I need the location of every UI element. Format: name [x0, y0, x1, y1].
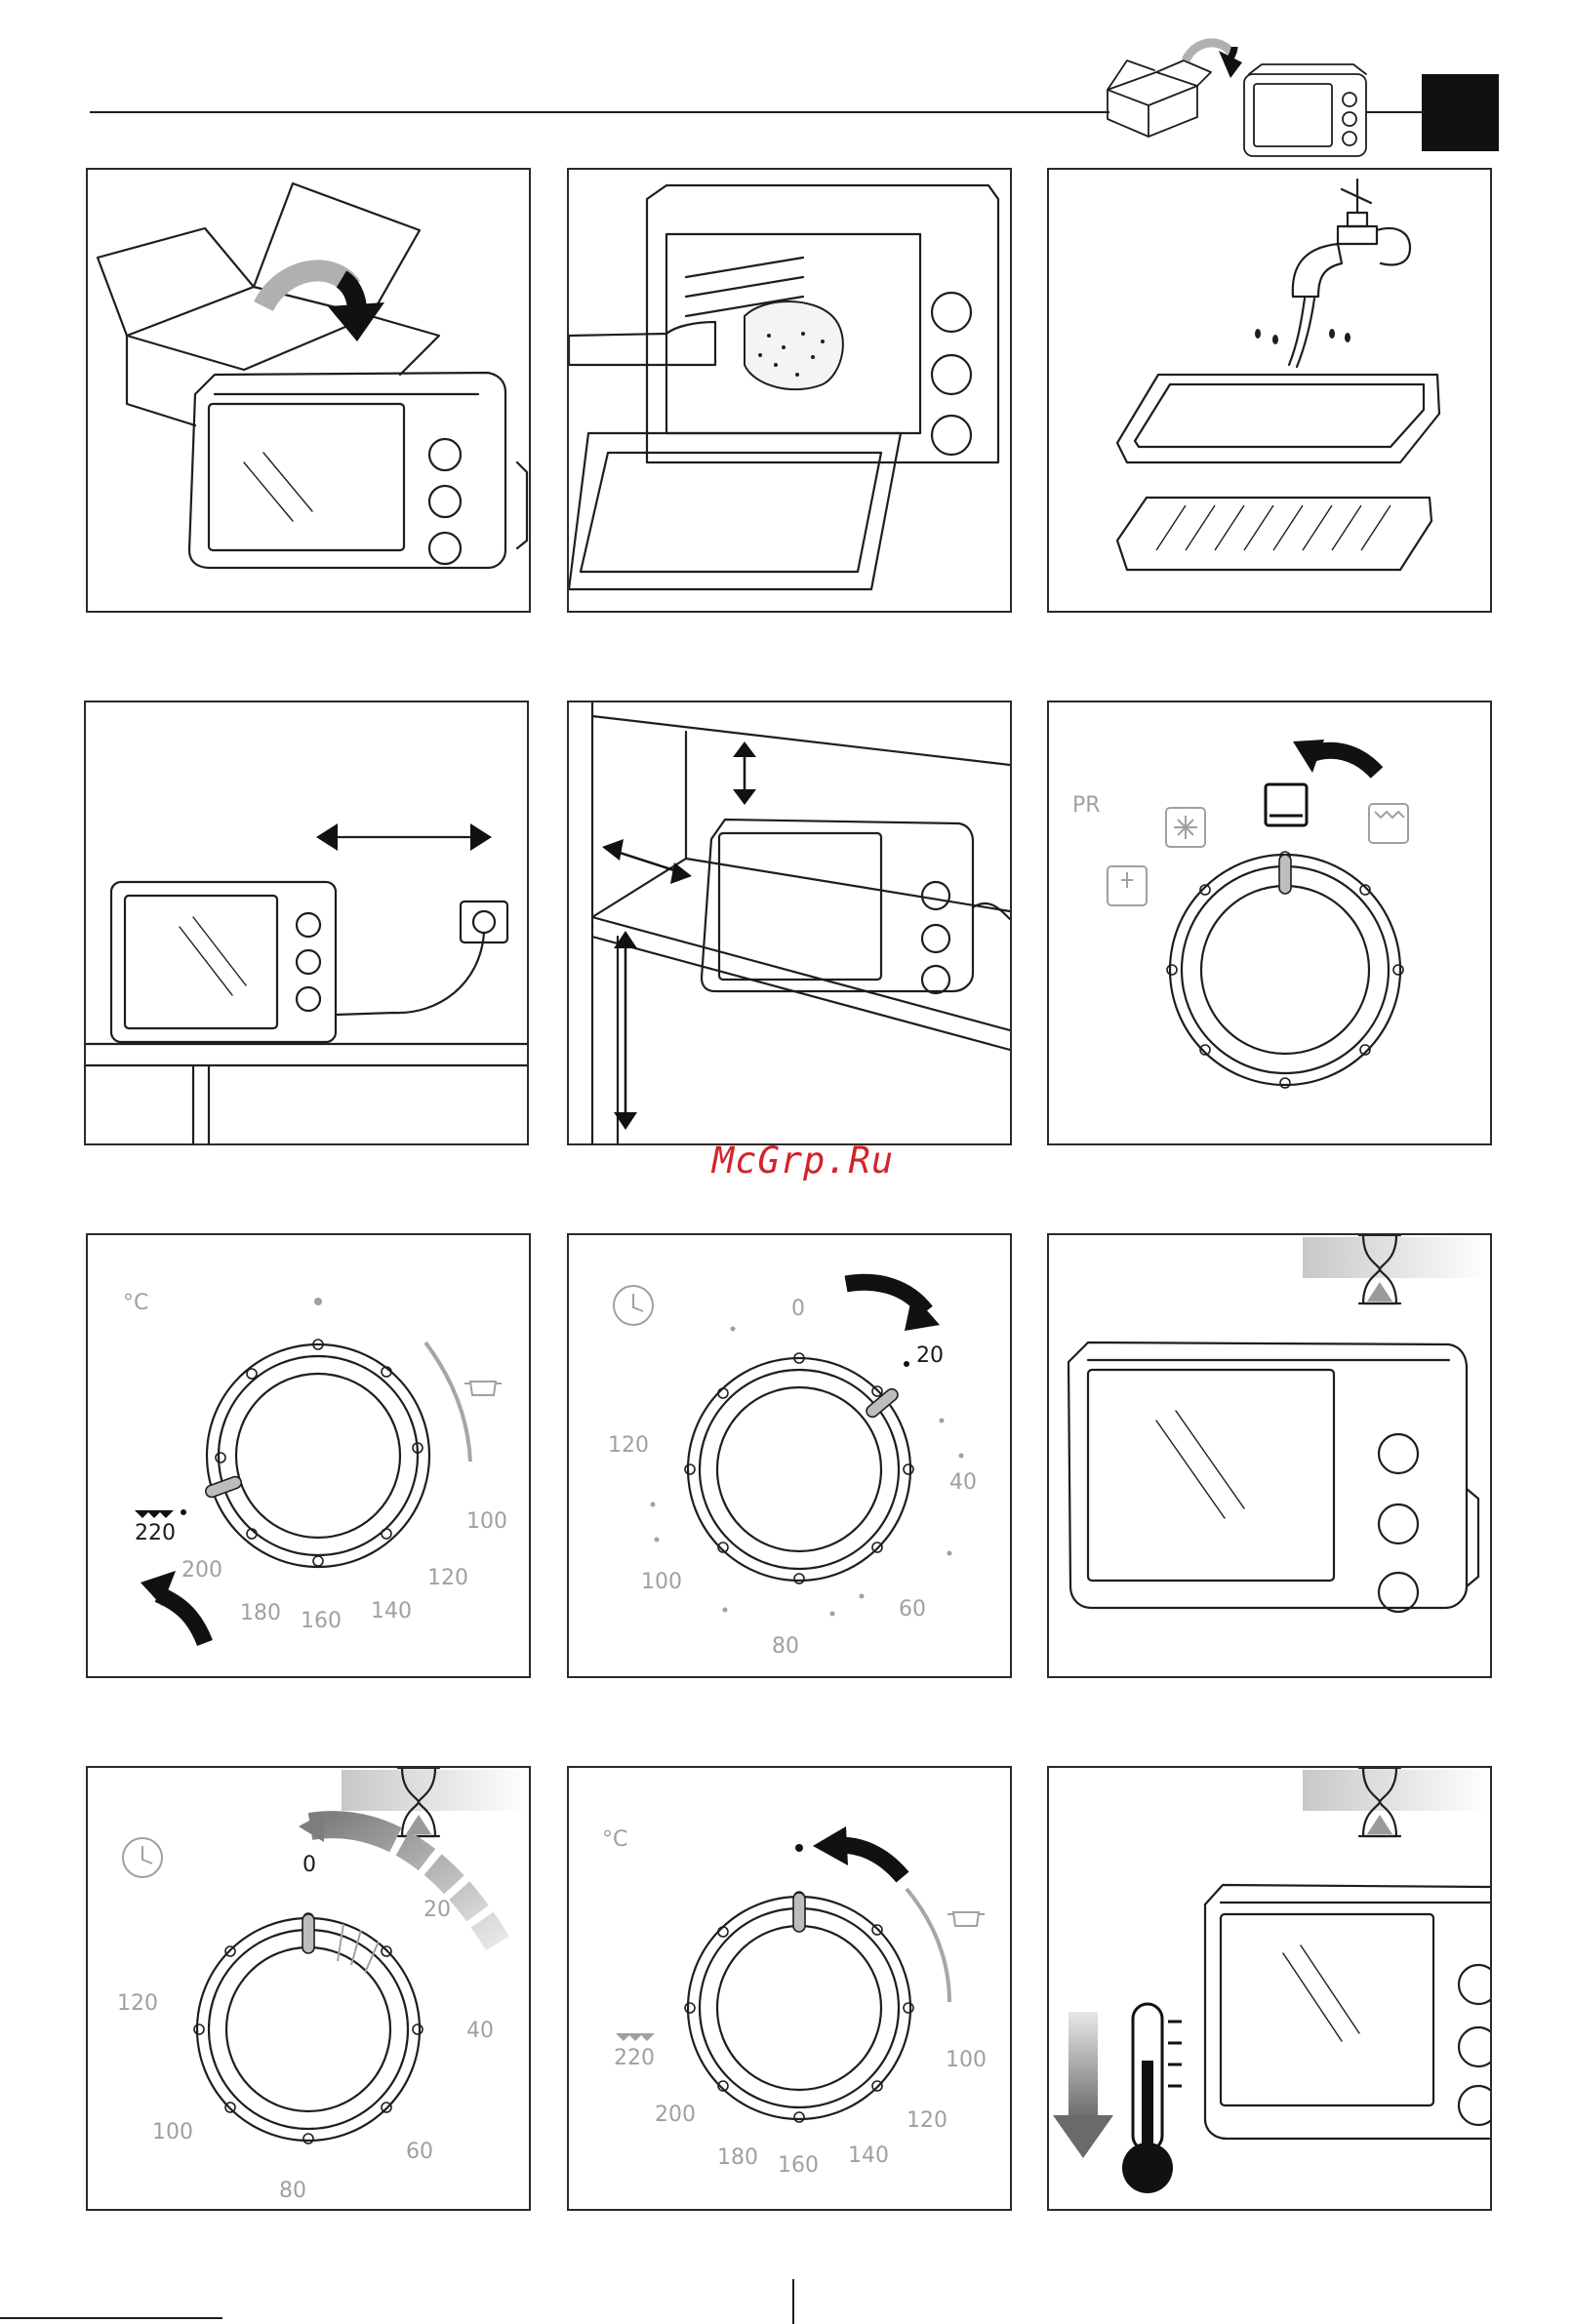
panel-clean-inside — [567, 168, 1012, 613]
timer-value-100: 100 — [641, 1570, 682, 1594]
timer-countdown-dial: 0 20 40 60 80 100 120 — [88, 1768, 529, 2209]
timer-value-120: 120 — [608, 1433, 649, 1458]
chapter-tab — [1422, 74, 1499, 151]
panel-timer-20: 0 20 120 40 60 80 100 — [567, 1233, 1012, 1678]
countdown-value-120: 120 — [117, 1991, 158, 2016]
temperature-unit: °C — [123, 1291, 148, 1315]
off-temp-100: 100 — [946, 2048, 987, 2072]
panel-cooling — [1047, 1766, 1492, 2211]
temperature-dial: °C 220 200 180 160 140 120 100 — [88, 1235, 529, 1676]
header-unpack-icon — [1098, 21, 1381, 168]
panel-timer-countdown: 0 20 40 60 80 100 120 — [86, 1766, 531, 2211]
tap-icon — [1049, 170, 1490, 611]
countdown-value-100: 100 — [152, 2120, 193, 2144]
timer-value-80: 80 — [772, 1634, 799, 1659]
panel-function-dial: PR — [1047, 701, 1492, 1145]
panel-plug-distance — [84, 701, 529, 1145]
temp-value-220: 220 — [135, 1521, 176, 1545]
watermark: McGrp.Ru — [691, 1140, 915, 1188]
panel-temperature-220: °C 220 200 180 160 140 120 100 — [86, 1233, 531, 1678]
off-temp-220: 220 — [614, 2046, 655, 2070]
off-temp-180: 180 — [717, 2145, 758, 2170]
header-rule — [90, 111, 1109, 113]
timer-value-20: 20 — [916, 1343, 944, 1368]
temp-value-160: 160 — [301, 1609, 342, 1633]
preheat-illustration — [1049, 1235, 1490, 1676]
timer-dial: 0 20 120 40 60 80 100 — [569, 1235, 1010, 1676]
panel-clearance — [567, 701, 1012, 1145]
clean-illustration — [569, 170, 1010, 611]
timer-value-0: 0 — [791, 1297, 805, 1321]
function-label-pr: PR — [1072, 793, 1101, 818]
oven-icon — [1205, 1885, 1490, 2139]
panel-unpack — [86, 168, 531, 613]
timer-value-60: 60 — [899, 1597, 926, 1622]
temp-value-140: 140 — [371, 1599, 412, 1623]
cooling-illustration — [1049, 1768, 1490, 2209]
off-temp-120: 120 — [907, 2108, 947, 2133]
off-temp-140: 140 — [848, 2144, 889, 2168]
countdown-value-60: 60 — [406, 2140, 433, 2164]
clock-icon — [123, 1838, 162, 1877]
timer-value-40: 40 — [949, 1470, 977, 1495]
panel-wash-tray — [1047, 168, 1492, 613]
thermometer-icon — [1122, 2004, 1182, 2193]
panel-temperature-off: °C 220 200 180 160 140 120 100 — [567, 1766, 1012, 2211]
countdown-value-80: 80 — [279, 2179, 306, 2203]
temp-value-200: 200 — [181, 1558, 222, 1583]
off-temp-200: 200 — [655, 2103, 696, 2127]
temperature-off-dial: °C 220 200 180 160 140 120 100 — [569, 1768, 1010, 2209]
temperature-unit-2: °C — [602, 1827, 627, 1852]
temp-value-120: 120 — [427, 1566, 468, 1590]
countdown-value-20: 20 — [423, 1898, 451, 1922]
oven-icon — [1068, 1342, 1478, 1612]
pot-icon — [464, 1382, 502, 1395]
panel-preheat — [1047, 1233, 1492, 1678]
temp-value-100: 100 — [466, 1509, 507, 1534]
off-temp-160: 160 — [778, 2153, 819, 2178]
temp-value-180: 180 — [240, 1601, 281, 1625]
pot-icon — [947, 1912, 985, 1926]
oven-mode-icon — [1266, 784, 1307, 825]
footer-line — [0, 2317, 222, 2319]
unpack-illustration — [88, 170, 529, 611]
oven-icon — [189, 373, 527, 568]
clearance-illustration — [569, 702, 1010, 1143]
plug-illustration — [86, 702, 527, 1143]
footer-center-mark — [792, 2279, 794, 2324]
clock-icon — [614, 1286, 653, 1325]
grill-icon — [1369, 804, 1408, 843]
function-dial: PR — [1049, 702, 1490, 1143]
countdown-value-0: 0 — [302, 1853, 316, 1877]
rack-icon — [1156, 505, 1391, 550]
countdown-value-40: 40 — [466, 2019, 494, 2043]
